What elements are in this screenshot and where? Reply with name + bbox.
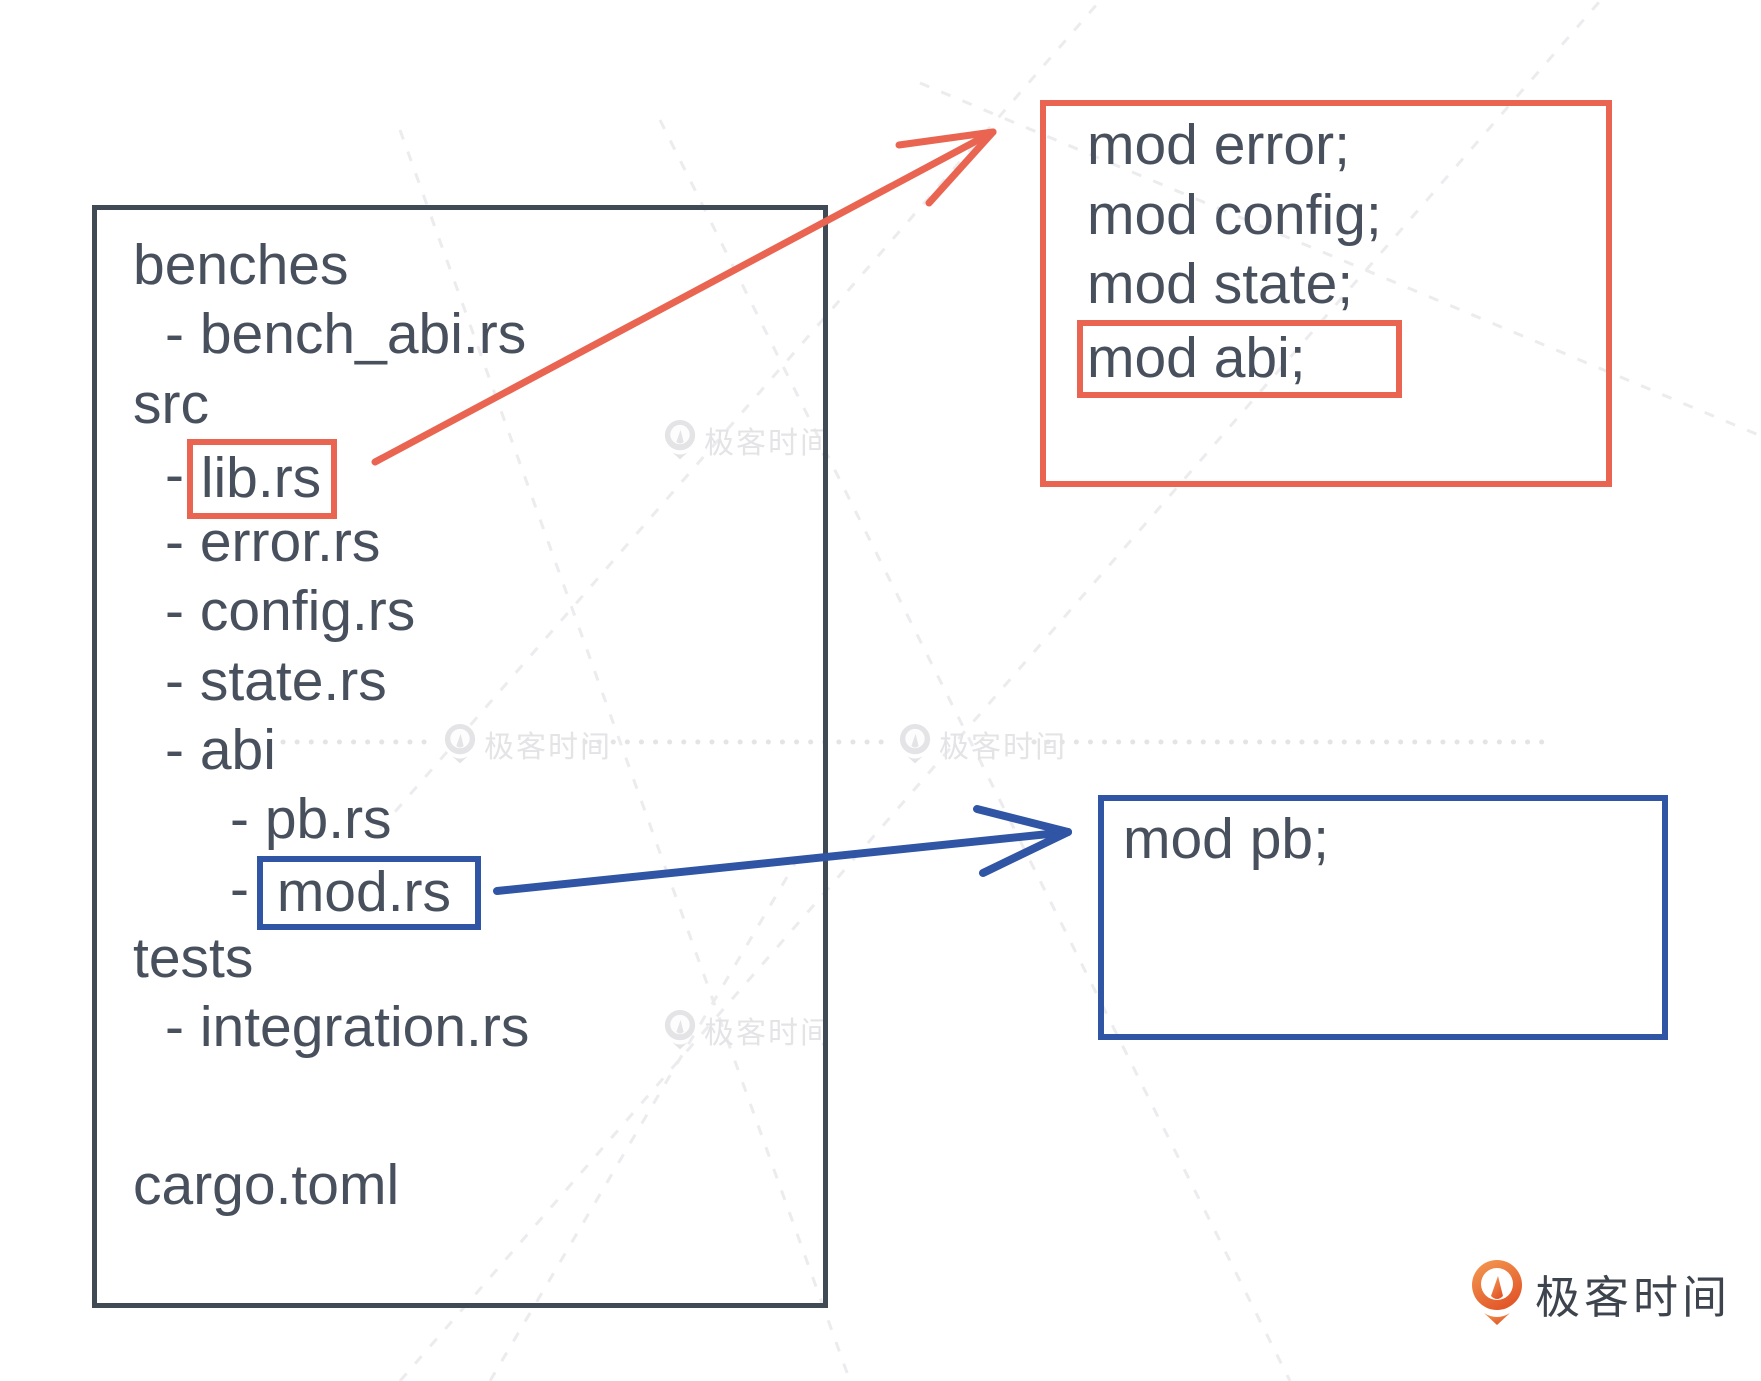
- lib-rs-modules-box: mod error;mod config;mod state;mod abi;: [1040, 100, 1612, 487]
- tree-item-mod-rs: - mod.rs: [133, 855, 529, 930]
- tree-item-integration-rs: - integration.rs: [165, 995, 530, 1060]
- tree-item-config-rs: - config.rs: [165, 579, 416, 644]
- watermark-text: 极客时间: [939, 731, 1067, 764]
- geektime-logo: 极客时间: [1470, 1260, 1731, 1326]
- tree-item-bench-abi-rs: - bench_abi.rs: [165, 302, 527, 367]
- mod-rs-module-lines: mod pb;: [1123, 805, 1329, 875]
- tree-item-lib-rs: - lib.rs: [133, 438, 529, 519]
- watermark: 极客时间: [898, 722, 1067, 766]
- watermark: 极客时间: [443, 722, 612, 766]
- tree-item-benches: benches: [133, 233, 349, 297]
- watermark-text: 极客时间: [484, 731, 612, 764]
- geektime-logo-icon: [1472, 1260, 1522, 1325]
- tree-item-tests: tests: [133, 925, 254, 990]
- geektime-watermark-icon: [444, 724, 476, 764]
- module-line-mod-config: mod config;: [1087, 182, 1382, 247]
- tree-item-pb-rs: - pb.rs: [230, 787, 392, 852]
- geektime-watermark-icon: [664, 1010, 696, 1050]
- tree-item-error-rs: - error.rs: [165, 510, 381, 575]
- highlight-box-lib-rs: lib.rs: [186, 438, 338, 519]
- watermark: 极客时间: [663, 1008, 832, 1052]
- module-line-mod-pb: mod pb;: [1123, 807, 1329, 871]
- tree-item-src: src: [133, 371, 209, 436]
- lib-rs-module-lines: mod error;mod config;mod state;mod abi;: [1077, 111, 1402, 398]
- module-line-mod-error: mod error;: [1087, 113, 1350, 177]
- module-line-mod-abi: mod abi;: [1077, 320, 1402, 398]
- highlight-box-mod-abi: mod abi;: [1077, 320, 1402, 398]
- tree-item-state-rs: - state.rs: [165, 648, 387, 713]
- watermark-text: 极客时间: [704, 1017, 832, 1050]
- geektime-logo-text: 极客时间: [1535, 1271, 1732, 1323]
- geektime-watermark-icon: [899, 724, 931, 764]
- module-line-mod-state: mod state;: [1087, 252, 1354, 317]
- mod-rs-modules-box: mod pb;: [1098, 795, 1668, 1040]
- tree-item-abi: - abi: [165, 718, 276, 783]
- tree-item-cargo-toml: cargo.toml: [133, 1152, 400, 1217]
- highlight-box-mod-rs: mod.rs: [256, 855, 482, 930]
